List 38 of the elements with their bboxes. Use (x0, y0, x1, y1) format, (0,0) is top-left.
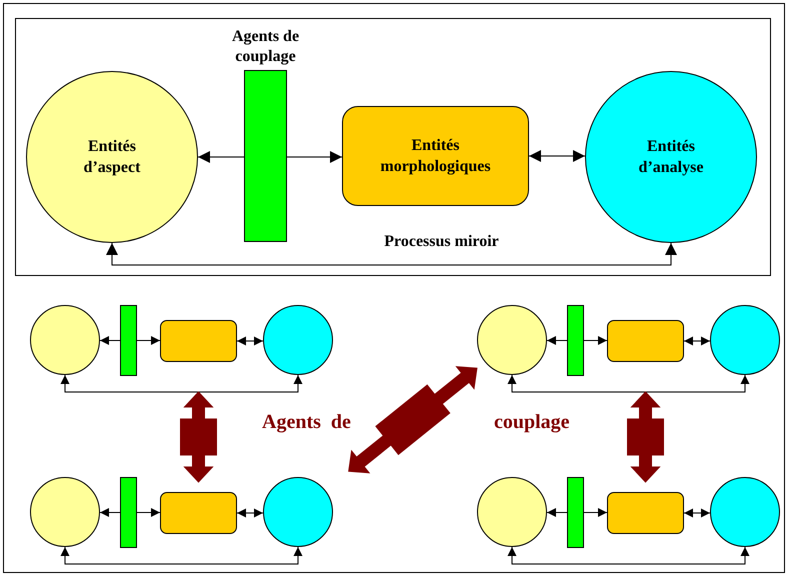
arrow (100, 508, 120, 517)
node-label: Entités morphologiques (379, 136, 492, 177)
arrow (236, 508, 264, 518)
rounded-box (607, 320, 684, 362)
caption-text: couplage (494, 411, 570, 434)
node-heading: Agents de couplage (230, 27, 300, 67)
arrow (198, 151, 244, 163)
caption-text: Agents de (262, 411, 351, 434)
arrow (584, 336, 608, 345)
arrow (546, 336, 568, 345)
double-arrow (348, 366, 478, 474)
arrow (286, 151, 342, 163)
coupling-bar (120, 477, 137, 548)
arrow (136, 508, 160, 517)
arrow (136, 336, 160, 345)
rounded-box (160, 320, 237, 362)
coupling-bar (120, 305, 137, 376)
rounded-box (607, 492, 684, 534)
coupling-bar (567, 305, 584, 376)
arrow (236, 336, 264, 346)
arrow (100, 336, 120, 345)
rounded-box (342, 106, 529, 206)
arrow (508, 546, 750, 564)
arrow (60, 546, 302, 564)
arrow (508, 374, 750, 392)
coupling-bar (567, 477, 584, 548)
arrow (528, 150, 586, 162)
arrow (584, 508, 608, 517)
double-arrow (627, 391, 664, 483)
arrow (546, 508, 568, 517)
arrow (106, 242, 677, 266)
rounded-box (160, 492, 237, 534)
arrow (60, 374, 302, 392)
double-arrow (180, 391, 217, 483)
node-label: Entités d’aspect (82, 137, 142, 178)
arrow (684, 508, 711, 518)
node-label: Entités d’analyse (638, 137, 704, 178)
arrow (684, 336, 711, 346)
